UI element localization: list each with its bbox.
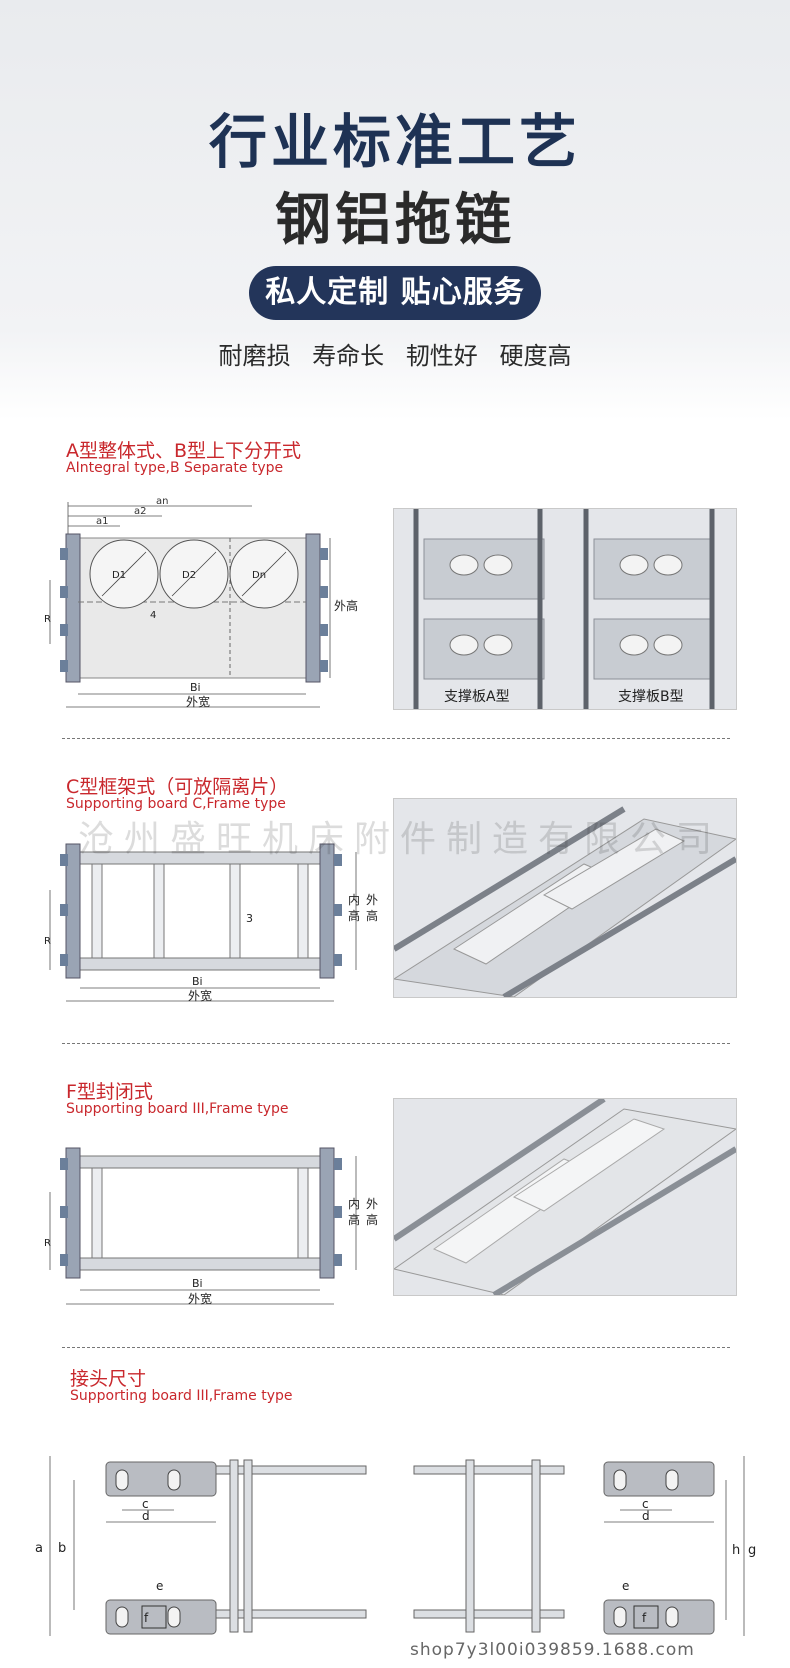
dim-r: R — [44, 936, 51, 947]
section-c-diagram: 3 R 内 高 外 高 Bi 外宽 — [44, 843, 378, 1003]
dim-outer-width: 外宽 — [188, 1291, 212, 1306]
section-a-subtitle: AIntegral type,B Separate type — [66, 460, 284, 476]
dim-r: R — [44, 614, 51, 625]
dim-bi: Bi — [192, 975, 203, 988]
side-link-left — [65, 533, 81, 683]
dim-g: g — [748, 1543, 756, 1558]
dim-high-outer: 高 — [366, 1212, 378, 1227]
dim-b: b — [58, 1541, 66, 1556]
section-f-title: F型封闭式 — [66, 1081, 153, 1103]
dim-c: c — [642, 1497, 649, 1511]
side-link-right — [319, 1147, 335, 1279]
dim-3: 3 — [246, 912, 253, 925]
dim-high-outer: 高 — [366, 908, 378, 923]
feature-item: 寿命长 — [312, 342, 385, 370]
feature-item: 硬度高 — [499, 342, 572, 370]
joint-diagram-left: a b c d e f — [35, 1456, 367, 1636]
dim-bi: Bi — [190, 681, 201, 694]
side-link-right — [319, 843, 335, 979]
hero-title-line2: 钢铝拖链 — [275, 188, 515, 253]
dim-high-inner: 高 — [348, 908, 360, 923]
company-watermark: 沧州盛旺机床附件制造有限公司 — [78, 819, 723, 860]
dim-d: d — [142, 1509, 150, 1523]
dim-a1: a1 — [96, 516, 109, 527]
dim-outer-width: 外宽 — [186, 694, 210, 709]
photo-frame-chain-c — [393, 798, 737, 998]
dim-outer: 外 — [366, 893, 378, 907]
dim-h: h — [732, 1543, 740, 1558]
section-divider — [62, 1347, 730, 1348]
joint-diagram-right: c d e f h g — [413, 1456, 756, 1636]
dim-f: f — [642, 1611, 647, 1625]
dim-r: R — [44, 1238, 51, 1249]
dim-high-inner: 高 — [348, 1212, 360, 1227]
dim-e: e — [156, 1579, 163, 1593]
section-a-diagram: an a2 a1 D1 D2 Dn 4 R 外高 Bi 外宽 — [44, 496, 358, 709]
shop-url: shop7y3l00i039859.1688.com — [410, 1640, 695, 1660]
dim-outer-width: 外宽 — [188, 988, 212, 1003]
feature-list: 耐磨损 寿命长 韧性好 硬度高 — [0, 336, 790, 371]
dim-outer-height: 外高 — [334, 598, 358, 613]
side-link-left — [65, 1147, 81, 1279]
dim-d2: D2 — [182, 570, 196, 581]
dim-an: an — [156, 496, 168, 507]
section-divider — [62, 738, 730, 739]
section-c-subtitle: Supporting board C,Frame type — [66, 796, 286, 812]
section-joint-title: 接头尺寸 — [70, 1368, 147, 1390]
joint-bracket-top — [603, 1461, 715, 1497]
dim-bi: Bi — [192, 1277, 203, 1290]
section-f-subtitle: Supporting board III,Frame type — [66, 1101, 289, 1117]
dim-inner: 内 — [348, 893, 360, 907]
section-f-diagram: R 内 高 外 高 Bi 外宽 — [44, 1147, 378, 1306]
dim-dn: Dn — [252, 570, 266, 581]
service-pill: 私人定制 贴心服务 — [249, 266, 541, 320]
dim-outer: 外 — [366, 1197, 378, 1211]
section-c-title: C型框架式（可放隔离片） — [66, 776, 289, 798]
side-link-right — [305, 533, 321, 683]
section-divider — [62, 1043, 730, 1044]
photo-support-plates-ab: 支撑板A型 支撑板B型 — [393, 508, 737, 710]
dim-d: d — [642, 1509, 650, 1523]
feature-item: 耐磨损 — [218, 342, 291, 370]
joint-bracket-bottom — [603, 1599, 715, 1635]
dim-a: a — [35, 1541, 43, 1556]
dim-a2: a2 — [134, 506, 147, 517]
dim-4: 4 — [150, 610, 156, 621]
section-joint-subtitle: Supporting board III,Frame type — [70, 1388, 293, 1404]
section-a-title: A型整体式、B型上下分开式 — [66, 440, 302, 462]
dim-d1: D1 — [112, 570, 126, 581]
feature-item: 韧性好 — [405, 342, 478, 370]
dim-inner: 内 — [348, 1197, 360, 1211]
photo-label-a: 支撑板A型 — [444, 689, 510, 705]
joint-bracket-top — [105, 1461, 217, 1497]
photo-enclosed-chain-f — [393, 1098, 737, 1296]
hero-title-line1: 行业标准工艺 — [208, 108, 581, 176]
dim-f: f — [144, 1611, 149, 1625]
side-link-left — [65, 843, 81, 979]
dim-e: e — [622, 1579, 629, 1593]
photo-label-b: 支撑板B型 — [618, 689, 684, 705]
dim-c: c — [142, 1497, 149, 1511]
